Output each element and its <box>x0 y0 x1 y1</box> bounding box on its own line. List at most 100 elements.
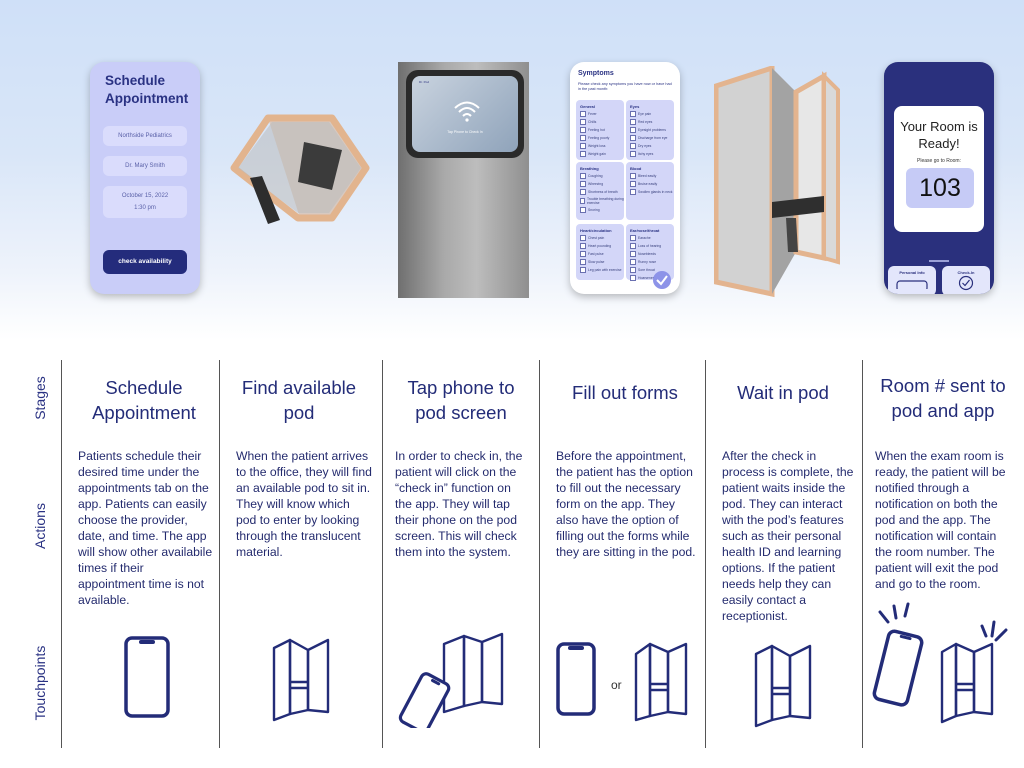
checkbox[interactable] <box>580 189 586 195</box>
checkbox[interactable] <box>580 111 586 117</box>
tab-personal-info[interactable]: Personal Info <box>888 266 936 294</box>
symptom-checkbox-row[interactable]: Weight gain <box>580 151 624 157</box>
id-card-icon <box>896 280 928 292</box>
symptom-checkbox-row[interactable]: Eyesight problems <box>630 127 674 133</box>
tilted-phone-icon <box>398 672 451 728</box>
symptom-checkbox-row[interactable]: Swollen glands in neck <box>630 189 674 195</box>
phone-tap-pod-icon <box>398 632 504 728</box>
symptom-checkbox-row[interactable]: Wheezing <box>580 181 624 187</box>
checkbox[interactable] <box>630 119 636 125</box>
checkbox[interactable] <box>630 151 636 157</box>
symptom-checkbox-row[interactable]: Discharge from eye <box>630 135 674 141</box>
pod-display[interactable]: Dr. Pod Tap Phone to Check In <box>412 76 518 152</box>
doctor-field[interactable]: Dr. Mary Smith <box>103 156 187 176</box>
datetime-field[interactable]: October 15, 2022 1:30 pm <box>103 186 187 218</box>
checkbox[interactable] <box>580 181 586 187</box>
symptom-checkbox-row[interactable]: Feeling poorly <box>580 135 624 141</box>
provider-field[interactable]: Northside Pediatrics <box>103 126 187 146</box>
symptom-label: Fever <box>588 112 597 116</box>
symptom-checkbox-row[interactable]: Trouble breathing during exercise <box>580 197 624 205</box>
symptom-label: Eyesight problems <box>638 128 666 132</box>
pod-icon <box>634 642 688 722</box>
symptom-checkbox-row[interactable]: Nosebleeds <box>630 251 674 257</box>
symptom-checkbox-row[interactable]: Feeling hot <box>580 127 624 133</box>
pod-icon <box>754 644 812 728</box>
checkbox[interactable] <box>580 127 586 133</box>
symptom-label: Earache <box>638 236 651 240</box>
symptom-checkbox-row[interactable]: Bruise easily <box>630 181 674 187</box>
checkbox[interactable] <box>580 207 586 213</box>
checkbox[interactable] <box>630 275 636 281</box>
checkbox[interactable] <box>630 143 636 149</box>
checkbox[interactable] <box>580 119 586 125</box>
check-circle-icon <box>958 275 974 291</box>
phone-icon <box>556 642 596 716</box>
action-wait-in-pod: After the check in process is complete, … <box>722 449 854 623</box>
symptom-checkbox-row[interactable]: Slow pulse <box>580 259 624 265</box>
checkbox[interactable] <box>630 111 636 117</box>
symptom-label: Fast pulse <box>588 252 604 256</box>
symptom-checkbox-row[interactable]: Shortness of breath <box>580 189 624 195</box>
row-label-stages: Stages <box>32 376 48 420</box>
symptom-checkbox-row[interactable]: Sore throat <box>630 267 674 273</box>
symptom-checkbox-row[interactable]: Earache <box>630 235 674 241</box>
symptom-checkbox-row[interactable]: Chest pain <box>580 235 624 241</box>
checkbox[interactable] <box>580 259 586 265</box>
checkbox[interactable] <box>580 267 586 273</box>
tab-check-in[interactable]: Check-In <box>942 266 990 294</box>
action-fill-forms: Before the appointment, the patient has … <box>556 449 696 559</box>
symptom-label: Snoring <box>588 208 600 212</box>
checkbox[interactable] <box>630 259 636 265</box>
symptom-label: Swollen glands in neck <box>638 190 673 194</box>
symptom-checkbox-row[interactable]: Fever <box>580 111 624 117</box>
symptom-checkbox-row[interactable]: Itchy eyes <box>630 151 674 157</box>
checkbox[interactable] <box>580 135 586 141</box>
checkbox[interactable] <box>580 151 586 157</box>
checkbox[interactable] <box>630 235 636 241</box>
checkbox[interactable] <box>630 135 636 141</box>
checkbox[interactable] <box>580 173 586 179</box>
stage-tap-phone: Tap phone to pod screen <box>407 377 515 423</box>
checkbox[interactable] <box>630 181 636 187</box>
symptom-checkbox-row[interactable]: Snoring <box>580 207 624 213</box>
symptom-checkbox-row[interactable]: Eye pain <box>630 111 674 117</box>
checkbox[interactable] <box>580 198 585 204</box>
checkbox[interactable] <box>580 251 586 257</box>
symptom-checkbox-row[interactable]: Red eyes <box>630 119 674 125</box>
notification-phone-pod-icon <box>872 602 1008 724</box>
checkbox[interactable] <box>630 127 636 133</box>
symptom-label: Discharge from eye <box>638 136 668 140</box>
checkbox[interactable] <box>580 235 586 241</box>
wifi-icon <box>454 101 480 122</box>
symptom-checkbox-row[interactable]: Hoarseness <box>630 275 674 281</box>
stage-find-pod: Find available pod <box>241 377 357 423</box>
checkbox[interactable] <box>630 173 636 179</box>
symptom-checkbox-row[interactable]: Chills <box>580 119 624 125</box>
checkbox[interactable] <box>580 143 586 149</box>
symptom-checkbox-row[interactable]: Loss of hearing <box>630 243 674 249</box>
symptom-checkbox-row[interactable]: Dry eyes <box>630 143 674 149</box>
checkbox[interactable] <box>580 243 586 249</box>
row-label-touchpoints: Touchpoints <box>32 645 48 721</box>
checkbox[interactable] <box>630 243 636 249</box>
symptom-label: Loss of hearing <box>638 244 662 248</box>
checkbox[interactable] <box>630 189 636 195</box>
symptom-checkbox-row[interactable]: Fast pulse <box>580 251 624 257</box>
room-ready-screen: Your Room is Ready! Please go to Room: 1… <box>884 62 994 294</box>
check-availability-button[interactable]: check availability <box>103 250 187 274</box>
symptoms-subtitle: Please check any symptoms you have now o… <box>578 82 672 91</box>
symptom-checkbox-row[interactable]: Weight loss <box>580 143 624 149</box>
symptom-label: Runny nose <box>638 260 657 264</box>
symptom-checkbox-row[interactable]: Leg pain with exercise <box>580 267 624 273</box>
symptom-checkbox-row[interactable]: Heart pounding <box>580 243 624 249</box>
pod-logo: Dr. Pod <box>418 80 429 84</box>
symptom-section-heading: Heart/circulation <box>580 228 612 233</box>
symptom-checkbox-row[interactable]: Coughing <box>580 173 624 179</box>
checkbox[interactable] <box>630 251 636 257</box>
symptom-checkbox-row[interactable]: Runny nose <box>630 259 674 265</box>
stage-schedule-appointment: Schedule Appointment <box>92 377 196 423</box>
symptom-checkbox-row[interactable]: Bleed easily <box>630 173 674 179</box>
symptom-label: Nosebleeds <box>638 252 656 256</box>
checkbox[interactable] <box>630 267 636 273</box>
